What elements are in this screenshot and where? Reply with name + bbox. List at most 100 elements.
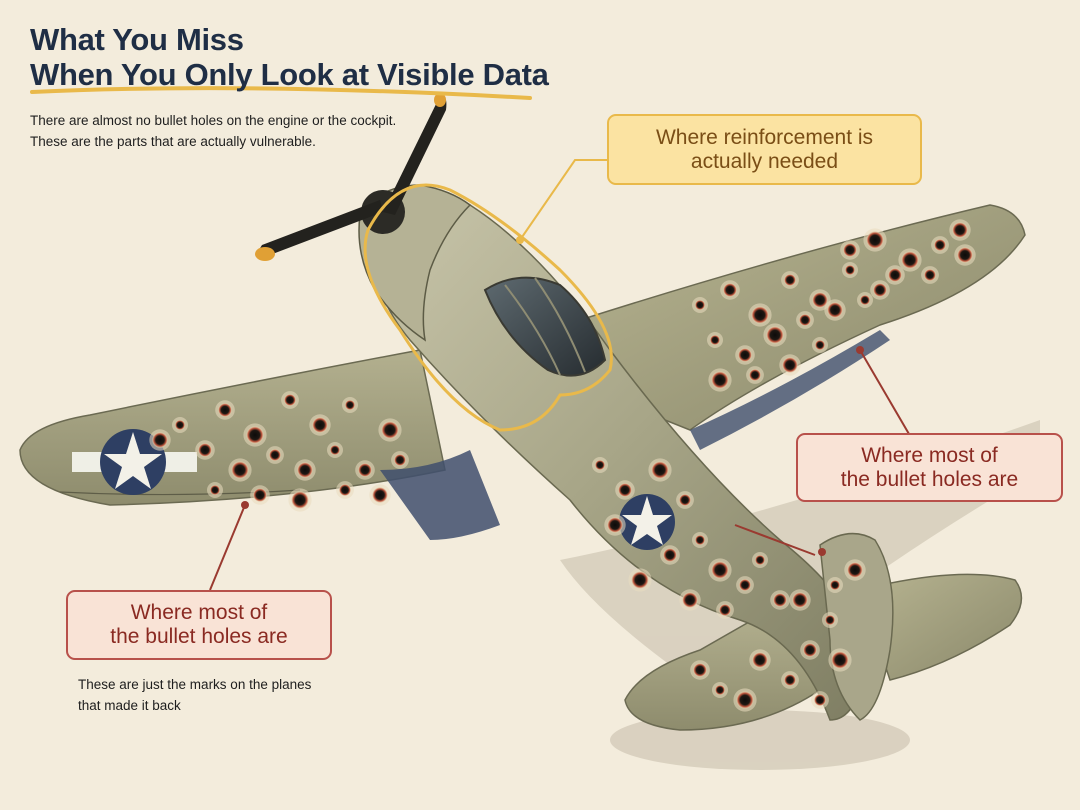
right-stabilizer [859, 573, 1023, 681]
bullet-holes-callout-right-line-1: Where most of [861, 443, 998, 467]
bullet-hole-icon [330, 445, 340, 455]
bullet-hole-icon [682, 592, 698, 608]
note-line-1: These are just the marks on the planes [78, 677, 312, 692]
bullet-hole-icon [784, 274, 796, 286]
bullet-hole-icon [749, 369, 761, 381]
star-roundel-icon [72, 429, 197, 495]
subtitle-line-1: There are almost no bullet holes on the … [30, 113, 397, 128]
bullet-holes-callout-left: Where most of the bullet holes are [66, 590, 332, 660]
bullet-hole-icon [812, 292, 828, 308]
bullet-hole-icon [345, 400, 355, 410]
bullet-hole-icon [825, 615, 835, 625]
bullet-hole-icon [372, 487, 388, 503]
bullet-holes-callout-right-line-2: the bullet holes are [840, 467, 1019, 491]
bullet-hole-icon [631, 571, 649, 589]
bullet-hole-icon [782, 357, 798, 373]
bullet-hole-icon [752, 652, 768, 668]
bullet-hole-icon [873, 283, 887, 297]
bullet-hole-icon [618, 483, 632, 497]
bullet-hole-icon [715, 685, 725, 695]
reinforcement-outline [363, 183, 613, 432]
bullet-hole-icon [339, 484, 351, 496]
bullet-hole-icon [710, 335, 720, 345]
bullet-hole-icon [312, 417, 328, 433]
page-title: What You Miss When You Only Look at Visi… [30, 22, 549, 92]
bullet-hole-icon [297, 462, 313, 478]
survivorship-note: These are just the marks on the planes t… [78, 674, 378, 716]
bullet-hole-icon [799, 314, 811, 326]
bullet-hole-icon [695, 300, 705, 310]
bullet-hole-icon [284, 394, 296, 406]
canopy-frame [504, 277, 586, 376]
star-roundel-icon [619, 494, 675, 550]
bullet-hole-icon [866, 231, 884, 249]
bullet-hole-icon [847, 562, 863, 578]
bullet-hole-icon [860, 295, 870, 305]
bullet-hole-icon [827, 302, 843, 318]
bullet-hole-icon [253, 488, 267, 502]
left-stabilizer [624, 608, 822, 731]
bullet-hole-icon [210, 485, 220, 495]
propeller-icon [255, 93, 447, 261]
bullet-hole-icon [381, 421, 399, 439]
bullet-hole-icon [711, 371, 729, 389]
bullet-hole-icon [784, 674, 796, 686]
right-wing-blue-edge [690, 330, 890, 450]
bullet-hole-icon [175, 420, 185, 430]
bullet-hole-icon [901, 251, 919, 269]
subtitle: There are almost no bullet holes on the … [30, 110, 450, 152]
title-underline [30, 86, 532, 100]
bullet-hole-icon [358, 463, 372, 477]
title-line-2: When You Only Look at Visible Data [30, 57, 549, 92]
bullet-hole-icon [736, 691, 754, 709]
bullet-hole-icon [934, 239, 946, 251]
left-wing-blue-edge [380, 450, 500, 540]
bullet-hole-icon [739, 579, 751, 591]
bullet-hole-icon [651, 461, 669, 479]
bullet-hole-icon [755, 555, 765, 565]
bullet-hole-icon [751, 306, 769, 324]
bullet-hole-icon [843, 243, 857, 257]
bullet-hole-icon [679, 494, 691, 506]
bullet-hole-icon [803, 643, 817, 657]
cockpit-canopy [483, 276, 607, 377]
bullet-hole-icon [246, 426, 264, 444]
title-line-1: What You Miss [30, 22, 244, 57]
bullet-holes [149, 219, 976, 712]
bullet-hole-icon [814, 694, 826, 706]
bullet-hole-icon [198, 443, 212, 457]
bullet-hole-icon [607, 517, 623, 533]
subtitle-line-2: These are the parts that are actually vu… [30, 134, 316, 149]
left-wing-aileron [59, 489, 301, 496]
bullet-hole-icon [595, 460, 605, 470]
bullet-hole-icon [218, 403, 232, 417]
bullet-hole-icon [957, 247, 973, 263]
bullet-hole-icon [663, 548, 677, 562]
bullet-hole-icon [231, 461, 249, 479]
reinforcement-callout-line-2: actually needed [690, 149, 839, 173]
bullet-hole-icon [738, 348, 752, 362]
bullet-hole-icon [394, 454, 406, 466]
bullet-hole-icon [152, 432, 168, 448]
reinforcement-callout: Where reinforcement is actually needed [607, 114, 922, 185]
bullet-hole-icon [924, 269, 936, 281]
bullet-holes-callout-left-line-2: the bullet holes are [110, 625, 288, 648]
bullet-holes-callout-right: Where most of the bullet holes are [796, 433, 1063, 502]
bullet-hole-icon [766, 326, 784, 344]
reinforcement-callout-line-1: Where reinforcement is [655, 125, 874, 149]
bullet-hole-icon [269, 449, 281, 461]
bullet-hole-icon [719, 604, 731, 616]
bullet-hole-icon [952, 222, 968, 238]
bullet-hole-icon [845, 265, 855, 275]
bullet-hole-icon [711, 561, 729, 579]
bullet-hole-icon [830, 580, 840, 590]
bullet-hole-icon [773, 593, 787, 607]
bullet-hole-icon [792, 592, 808, 608]
bullet-hole-icon [815, 340, 825, 350]
bullet-holes-callout-left-line-1: Where most of [130, 601, 268, 624]
bullet-hole-icon [693, 663, 707, 677]
bullet-hole-icon [831, 651, 849, 669]
bullet-hole-icon [723, 283, 737, 297]
bullet-hole-icon [291, 491, 309, 509]
